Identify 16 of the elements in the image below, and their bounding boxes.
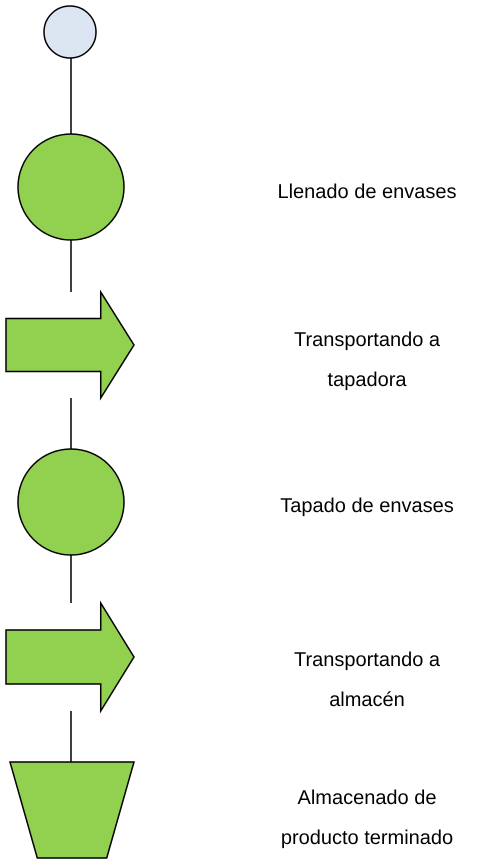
operation-circle bbox=[18, 134, 124, 240]
step-label: Llenado de envases bbox=[276, 180, 458, 205]
connector-line bbox=[70, 711, 72, 762]
connector-line bbox=[70, 555, 72, 603]
connector-line bbox=[70, 240, 72, 292]
operation-circle bbox=[18, 449, 124, 555]
step-label: Tapado de envases bbox=[279, 494, 455, 519]
storage-trapezoid bbox=[10, 762, 134, 858]
step-label: Transportando a almacén bbox=[292, 648, 441, 713]
connector-line bbox=[70, 58, 72, 134]
start-circle bbox=[44, 6, 96, 58]
transport-arrow bbox=[6, 292, 134, 398]
step-label: Transportando a tapadora bbox=[292, 328, 441, 393]
connector-line bbox=[70, 398, 72, 449]
step-label: Almacenado de producto terminado bbox=[280, 786, 454, 851]
transport-arrow bbox=[6, 603, 134, 711]
